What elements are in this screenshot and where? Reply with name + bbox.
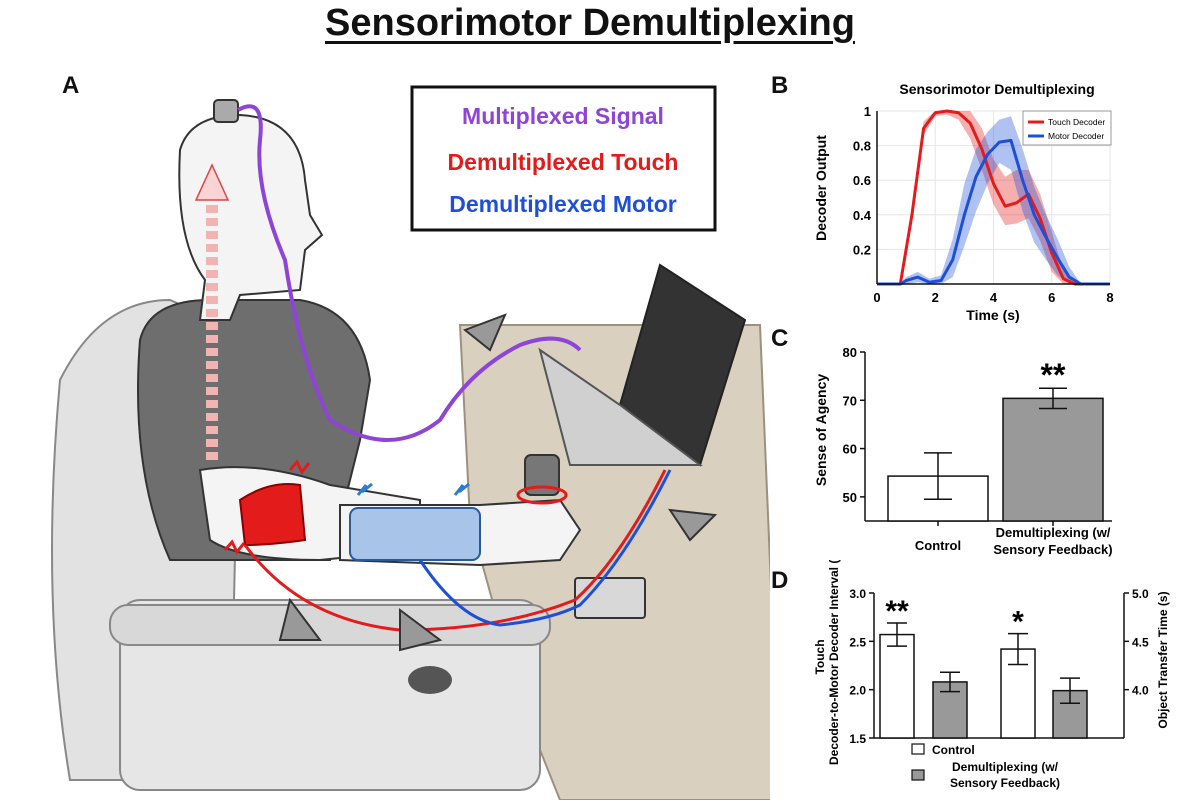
signal-legend-box bbox=[410, 85, 717, 232]
panel-label-c: C bbox=[771, 325, 789, 352]
illustration-panel-a: Multiplexed Signal Demultiplexed Touch D… bbox=[51, 85, 770, 800]
panel-label-d: D bbox=[771, 567, 789, 594]
legend-motor-label: Demultiplexed Motor bbox=[449, 191, 677, 217]
electrode-sleeve bbox=[349, 507, 481, 561]
chart-b-title: Sensorimotor Demultiplexing bbox=[899, 81, 1094, 97]
chart-d-ylabel-left-line2: Decoder-to-Motor Decoder Interval (s) bbox=[827, 560, 841, 765]
chart-c-category-label: Demultiplexing (w/Sensory Feedback) bbox=[993, 525, 1112, 557]
chart-b-ci-band-motor bbox=[877, 116, 1110, 284]
chart-c-category-label-line: Sensory Feedback) bbox=[993, 542, 1112, 557]
flow-arrow-from-laptop bbox=[667, 508, 718, 542]
chart-d-legend-label: Control bbox=[932, 743, 975, 757]
chart-b-legend-label: Motor Decoder bbox=[1048, 131, 1104, 141]
multiplexed-cable bbox=[237, 104, 582, 442]
panel-label-b: B bbox=[771, 72, 789, 99]
flow-arrow-to-sleeve bbox=[399, 608, 443, 652]
chart-b-xlabel: Time (s) bbox=[966, 307, 1019, 323]
chart-c-ylabel: Sense of Agency bbox=[813, 374, 829, 487]
panel-label-a: A bbox=[62, 72, 80, 99]
chart-c: Sense of Agency 50 60 70 80 ** Control Demul… bbox=[813, 345, 1113, 557]
chart-c-significance: ** bbox=[1041, 357, 1066, 393]
motor-stim-icon bbox=[356, 482, 373, 496]
chart-d-legend-swatch bbox=[911, 743, 925, 755]
chart-b-xtick-label: 6 bbox=[1048, 290, 1055, 305]
chart-b-ytick-label: 1 bbox=[864, 104, 871, 119]
motor-stim-icon bbox=[453, 482, 470, 496]
chart-b-ylabel: Decoder Output bbox=[813, 135, 829, 241]
chart-d-ylabel-left: Touch bbox=[813, 639, 827, 674]
chart-d-ytick-label-right: 5.0 bbox=[1132, 587, 1149, 601]
chart-c-bar bbox=[1002, 397, 1104, 522]
figure-title: Sensorimotor Demultiplexing bbox=[325, 2, 855, 44]
chart-b-legend-label: Touch Decoder bbox=[1048, 117, 1105, 127]
chart-b-ci-band-touch bbox=[877, 111, 1110, 284]
motor-cable bbox=[418, 469, 672, 627]
chart-c-ytick-label: 80 bbox=[843, 345, 857, 360]
chart-d-ytick-label-right: 4.5 bbox=[1132, 635, 1149, 649]
legend-multiplexed-label: Multiplexed Signal bbox=[462, 103, 664, 129]
chart-d-ylabel-left-line1: Touch bbox=[813, 639, 827, 674]
chart-d-significance: * bbox=[1012, 606, 1024, 639]
chart-d: Touch Decoder-to-Motor Decoder Interval … bbox=[813, 560, 1170, 790]
chart-d-ytick-label-right: 4.0 bbox=[1132, 684, 1149, 698]
chart-d-legend-swatch bbox=[911, 769, 925, 781]
chart-b-xtick-label: 8 bbox=[1106, 290, 1113, 305]
chart-b-xtick-label: 2 bbox=[932, 290, 939, 305]
chart-c-ytick-label: 50 bbox=[843, 490, 857, 505]
wheelchair-armrest bbox=[109, 604, 551, 646]
flow-arrow-to-laptop bbox=[463, 313, 507, 352]
chart-b-series-line-touch bbox=[877, 109, 1110, 286]
cylinder-object bbox=[524, 454, 560, 496]
chart-b-series-line-motor bbox=[877, 138, 1110, 286]
chart-d-bar bbox=[932, 681, 968, 739]
wheelchair-joystick bbox=[408, 666, 452, 694]
chart-d-ytick-label-left: 2.0 bbox=[849, 684, 866, 698]
chart-b-legend-box bbox=[1022, 110, 1112, 146]
chart-b-ytick-label: 0.2 bbox=[853, 242, 871, 257]
chart-d-ytick-label-left: 2.5 bbox=[849, 635, 866, 649]
chart-c-category-label: Control bbox=[915, 538, 961, 553]
touch-stim-icon bbox=[223, 539, 246, 555]
chart-c-ytick-label: 60 bbox=[843, 442, 857, 457]
chart-c-category-label-line: Demultiplexing (w/ bbox=[996, 525, 1111, 540]
chart-d-ylabel-left-cont: Decoder-to-Motor Decoder Interval (s) bbox=[827, 560, 841, 765]
chart-b-ytick-label: 0.4 bbox=[853, 208, 872, 223]
chart-d-legend-label-line: Demultiplexing (w/ bbox=[952, 760, 1059, 774]
chart-d-ylabel-right: Object Transfer Time (s) bbox=[1156, 591, 1170, 728]
chart-b-ytick-label: 0.6 bbox=[853, 173, 871, 188]
chart-b-xtick-label: 0 bbox=[873, 290, 880, 305]
touch-contact-glow bbox=[516, 485, 568, 505]
chart-d-significance: ** bbox=[885, 595, 909, 628]
ascending-arrow-head bbox=[194, 163, 230, 201]
chart-d-legend-label-line: Sensory Feedback) bbox=[950, 776, 1060, 790]
chart-b-xtick-label: 4 bbox=[990, 290, 998, 305]
chart-d-bar bbox=[879, 633, 915, 739]
head-connector bbox=[213, 99, 239, 123]
touch-stim-icon bbox=[288, 459, 311, 475]
chart-c-ytick-label: 70 bbox=[843, 393, 857, 408]
chart-b: Sensorimotor Demultiplexing Decoder Outp… bbox=[813, 81, 1114, 323]
laptop-keyboard bbox=[538, 347, 703, 466]
chart-b-ytick-label: 0.8 bbox=[853, 139, 871, 154]
flow-arrow-to-cuff bbox=[278, 597, 322, 641]
chart-d-ytick-label-left: 1.5 bbox=[849, 732, 866, 746]
wheelchair-base bbox=[119, 599, 541, 791]
chart-d-ytick-label-left: 3.0 bbox=[849, 587, 866, 601]
head bbox=[178, 113, 324, 321]
legend-touch-label: Demultiplexed Touch bbox=[448, 149, 679, 175]
chart-d-legend-label: Demultiplexing (w/Sensory Feedback) bbox=[950, 760, 1060, 790]
stimulation-cuff bbox=[238, 483, 307, 547]
